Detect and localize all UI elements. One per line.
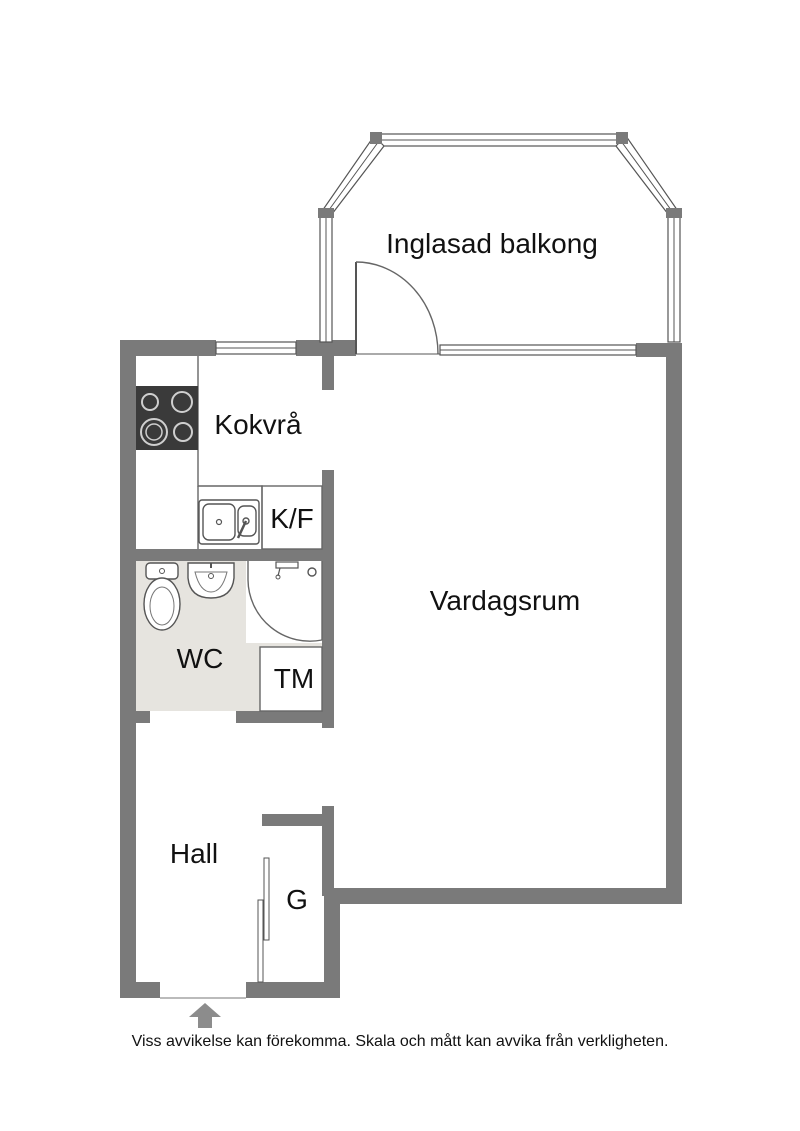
balcony-door <box>355 261 440 355</box>
balcony-glazing <box>318 132 682 356</box>
wash-basin-icon <box>187 562 235 599</box>
room-label-fridge: K/F <box>270 503 314 534</box>
room-label-kitchen: Kokvrå <box>214 409 302 440</box>
laundry-box <box>259 646 323 712</box>
fridge-box <box>261 485 323 550</box>
stove-icon <box>136 386 198 450</box>
outer-walls <box>120 340 682 998</box>
kitchen-sink-icon <box>198 499 260 545</box>
interior-walls <box>120 340 334 896</box>
room-label-hall: Hall <box>170 838 218 869</box>
room-label-wc: WC <box>177 643 224 674</box>
room-label-wardrobe: G <box>286 884 308 915</box>
toilet-icon <box>143 562 181 631</box>
shower-icon <box>246 561 323 643</box>
room-label-balcony: Inglasad balkong <box>386 228 598 259</box>
entrance-arrow-icon <box>160 997 246 1028</box>
wardrobe-doors <box>257 857 270 983</box>
room-label-laundry: TM <box>274 663 314 694</box>
disclaimer-text: Viss avvikelse kan förekomma. Skala och … <box>131 1033 669 1050</box>
kitchen-window <box>215 341 297 355</box>
room-label-living: Vardagsrum <box>430 585 580 616</box>
